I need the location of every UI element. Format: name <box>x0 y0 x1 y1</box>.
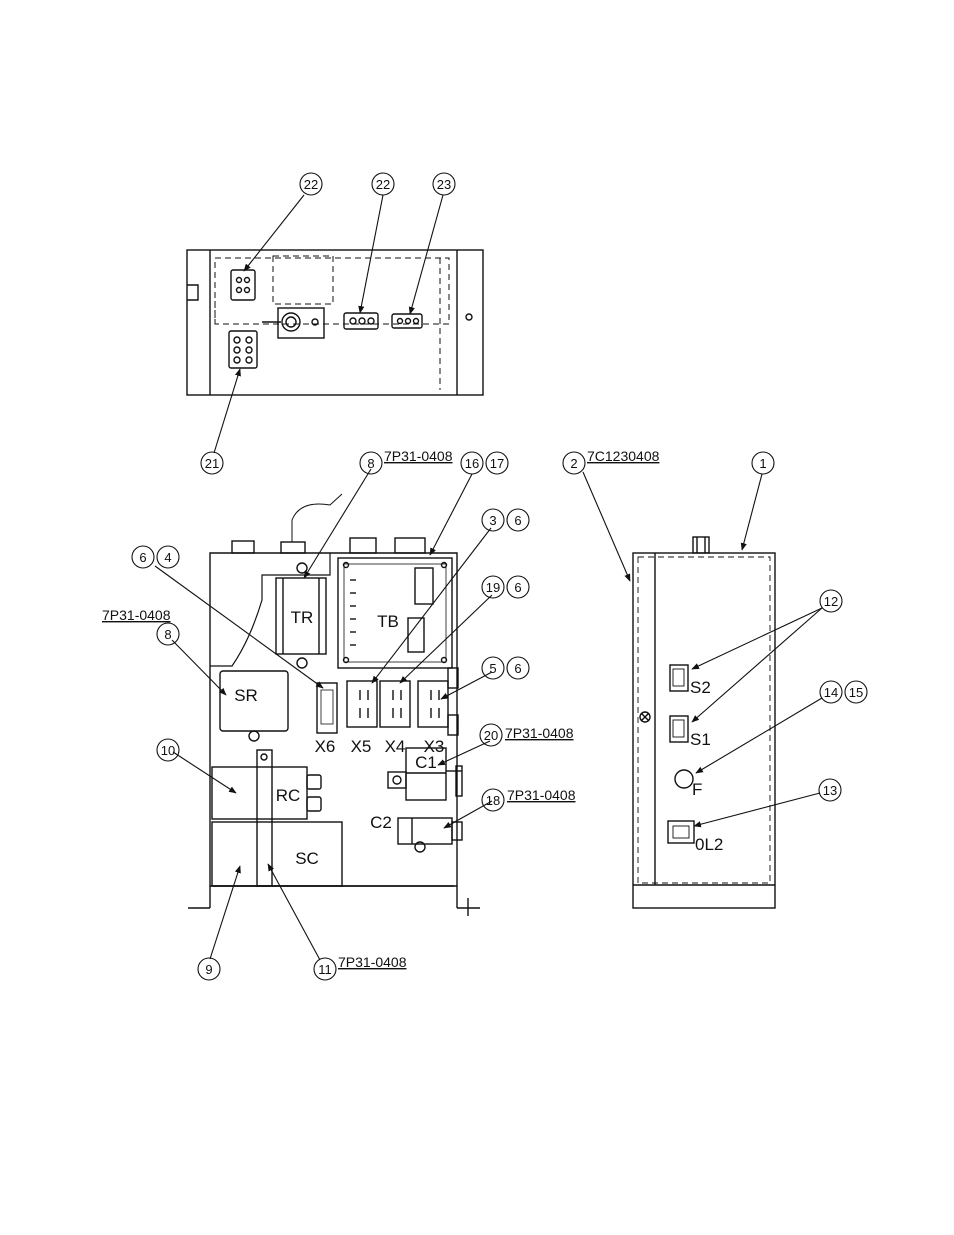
label-s1: S1 <box>690 730 711 749</box>
label-sc: SC <box>295 849 319 868</box>
part-number-panel: 7C1230408 <box>587 448 660 464</box>
side-view-leaders <box>583 472 822 826</box>
callout-2: 2 <box>570 456 577 471</box>
label-c2: C2 <box>370 813 392 832</box>
callout-15: 15 <box>849 685 863 700</box>
callout-16: 16 <box>465 456 479 471</box>
callout-5: 5 <box>489 661 496 676</box>
callout-19: 19 <box>486 580 500 595</box>
callout-13: 13 <box>823 783 837 798</box>
front-view <box>188 494 480 916</box>
label-tr: TR <box>291 608 314 627</box>
callout-6-b: 6 <box>139 550 146 565</box>
callout-4: 4 <box>164 550 171 565</box>
label-tb: TB <box>377 612 399 631</box>
callout-9: 9 <box>205 962 212 977</box>
label-rc: RC <box>276 786 301 805</box>
callout-17: 17 <box>490 456 504 471</box>
label-x5: X5 <box>351 737 372 756</box>
callout-3: 3 <box>489 513 496 528</box>
callout-6-a: 6 <box>514 513 521 528</box>
part-number-c2: 7P31-0408 <box>507 787 576 803</box>
label-c1: C1 <box>415 753 437 772</box>
callout-6-c: 6 <box>514 580 521 595</box>
part-number-sr: 7P31-0408 <box>102 607 171 623</box>
callout-11: 11 <box>318 962 332 977</box>
part-number-bracket: 7P31-0408 <box>338 954 407 970</box>
label-0l2: 0L2 <box>695 835 723 854</box>
callout-10: 10 <box>161 743 175 758</box>
part-number-c1: 7P31-0408 <box>505 725 574 741</box>
label-x4: X4 <box>385 737 406 756</box>
callout-1: 1 <box>759 456 766 471</box>
label-f: F <box>692 780 702 799</box>
callout-8-tr: 8 <box>367 456 374 471</box>
front-view-callouts <box>132 452 529 980</box>
callout-22-top-left: 22 <box>304 177 318 192</box>
callout-23-top: 23 <box>437 177 451 192</box>
part-number-tr: 7P31-0408 <box>384 448 453 464</box>
label-x6: X6 <box>315 737 336 756</box>
label-s2: S2 <box>690 678 711 697</box>
callout-18: 18 <box>486 793 500 808</box>
callout-21-top: 21 <box>205 456 219 471</box>
label-sr: SR <box>234 686 258 705</box>
side-view-callouts <box>563 452 867 801</box>
callout-22-top-center: 22 <box>376 177 390 192</box>
callout-6-d: 6 <box>514 661 521 676</box>
top-view <box>187 250 483 395</box>
callout-8-sr: 8 <box>164 627 171 642</box>
callout-14: 14 <box>824 685 838 700</box>
callout-20: 20 <box>484 728 498 743</box>
callout-12: 12 <box>824 594 838 609</box>
